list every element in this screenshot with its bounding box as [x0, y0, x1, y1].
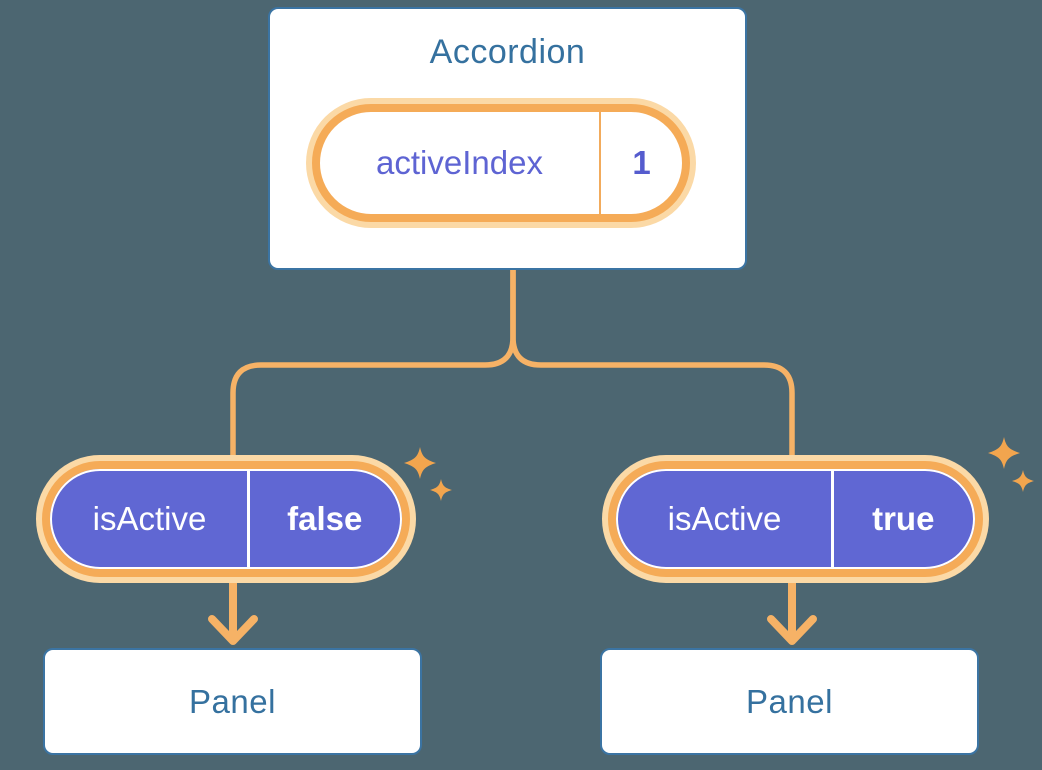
arrow-down-icon: [767, 568, 817, 645]
state-pill: activeIndex 1: [312, 104, 690, 222]
sparkle-icon: [1012, 470, 1034, 492]
panel-component-card-right: Panel: [600, 648, 979, 755]
component-title: Accordion: [429, 33, 586, 71]
pill-divider: [831, 471, 834, 567]
state-name: activeIndex: [376, 144, 543, 181]
branch-line-left: [230, 268, 516, 470]
prop-pill-left: isActive false: [42, 461, 410, 577]
accordion-component-card: Accordion activeIndex 1: [268, 7, 747, 270]
panel-component-card-left: Panel: [43, 648, 422, 755]
pill-divider: [247, 471, 250, 567]
pill-divider: [599, 112, 601, 214]
prop-pill-right: isActive true: [608, 461, 983, 577]
arrow-down-icon: [208, 568, 258, 645]
prop-name: isActive: [667, 500, 782, 537]
sparkle-icon: [988, 437, 1020, 469]
prop-value: true: [872, 500, 935, 537]
sparkle-icon: [430, 479, 452, 501]
prop-value: false: [287, 500, 363, 537]
sparkle-icon: [404, 447, 436, 479]
prop-name: isActive: [92, 500, 207, 537]
branch-line-right: [510, 268, 795, 470]
state-value: 1: [632, 144, 651, 181]
